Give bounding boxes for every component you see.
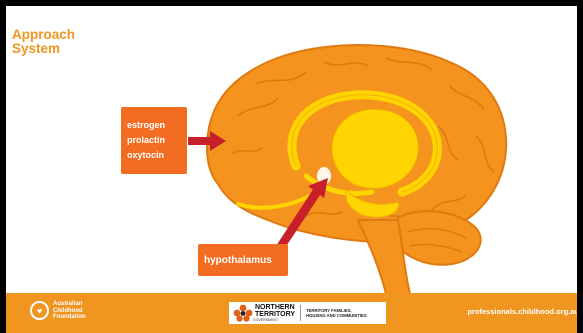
nt-name-line-1: NORTHERN bbox=[255, 304, 295, 311]
department-name: TERRITORY FAMILIES, HOUSING AND COMMUNIT… bbox=[306, 308, 367, 318]
nt-government-text: GOVERNMENT bbox=[253, 318, 295, 322]
dept-line-2: HOUSING AND COMMUNITIES bbox=[306, 313, 367, 318]
heart-logo-icon: ♥ bbox=[30, 301, 49, 320]
hormones-label: estrogen prolactin oxytocin bbox=[121, 107, 187, 174]
brain-illustration bbox=[6, 6, 577, 299]
nt-flower-icon bbox=[233, 304, 253, 322]
thalamus bbox=[332, 109, 418, 188]
acf-wordmark: Australian Childhood Foundation bbox=[53, 301, 86, 321]
website-link[interactable]: professionals.childhood.org.au bbox=[467, 307, 579, 316]
nt-name-block: NORTHERN TERRITORY GOVERNMENT bbox=[253, 304, 295, 322]
nt-government-logo: NORTHERN TERRITORY GOVERNMENT TERRITORY … bbox=[229, 302, 386, 324]
nt-name-line-2: TERRITORY bbox=[255, 311, 295, 318]
divider bbox=[300, 305, 301, 321]
acf-line-3: Foundation bbox=[53, 314, 86, 321]
footer-bar: ♥ Australian Childhood Foundation NORTHE… bbox=[6, 293, 583, 333]
hypothalamus-text: hypothalamus bbox=[204, 255, 282, 266]
acf-line-1: Australian bbox=[53, 301, 86, 308]
hormone-oxytocin: oxytocin bbox=[127, 148, 181, 163]
acf-logo-group: ♥ Australian Childhood Foundation bbox=[30, 301, 86, 321]
hypothalamus-label: hypothalamus bbox=[198, 244, 288, 276]
hormone-estrogen: estrogen bbox=[127, 118, 181, 133]
hormone-prolactin: prolactin bbox=[127, 133, 181, 148]
